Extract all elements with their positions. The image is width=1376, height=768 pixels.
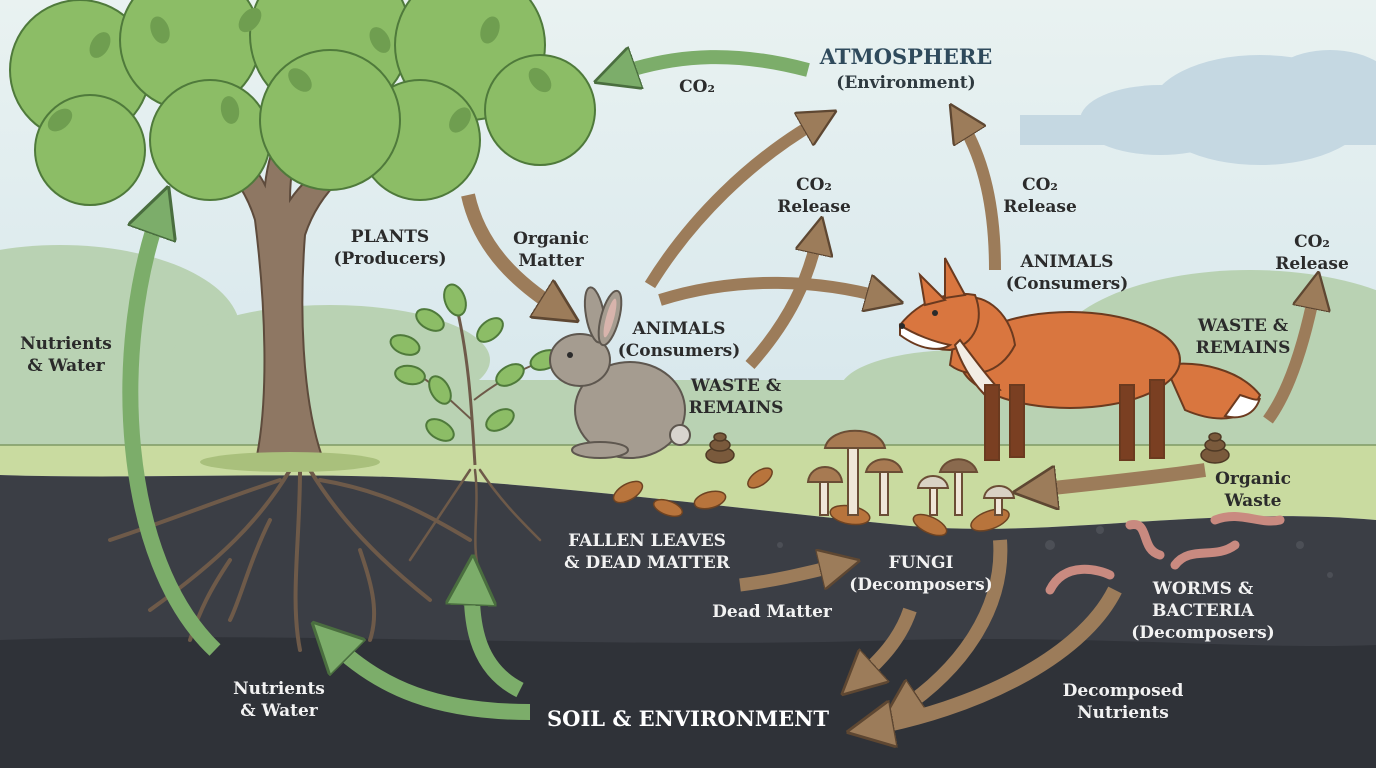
arrow-co2-release-1: [745, 235, 818, 369]
arrow-co2-to-tree: [615, 57, 810, 75]
waste-remains-1-line2: REMAINS: [688, 398, 784, 418]
fallen-leaves-label: FALLEN LEAVES & DEAD MATTER: [564, 530, 730, 574]
co2-release-label-2: CO₂ Release: [1003, 174, 1077, 218]
arrow-fungi-down: [858, 607, 917, 680]
fallen-leaves-line2: & DEAD MATTER: [564, 553, 730, 573]
co2-release-3-line1: CO₂: [1294, 232, 1330, 252]
waste-remains-1-line1: WASTE &: [690, 376, 782, 396]
animals-fox-subtitle: (Consumers): [1005, 274, 1129, 294]
animals-rabbit-label: ANIMALS (Consumers): [618, 318, 741, 362]
rabbit: [549, 286, 691, 459]
plants-label: PLANTS (Producers): [333, 226, 446, 270]
nutrients-water-bottom-line1: Nutrients: [233, 679, 325, 699]
arrow-fungi-down-2: [900, 539, 1008, 710]
worms-bacteria-label: WORMS & BACTERIA (Decomposers): [1131, 578, 1274, 644]
co2-top-label: CO₂: [679, 77, 715, 97]
arrow-nutrients-up-left: [122, 210, 221, 656]
fungi-subtitle: (Decomposers): [849, 575, 993, 595]
arrow-soil-to-roots: [330, 640, 531, 720]
mushrooms: [806, 429, 1016, 516]
arrow-organic-waste: [1035, 463, 1207, 490]
waste-remains-2-line2: REMAINS: [1195, 338, 1291, 358]
worms-bacteria-line2: BACTERIA: [1152, 601, 1254, 621]
co2-release-label-1: CO₂ Release: [777, 174, 851, 218]
fox: [898, 257, 1262, 461]
nutrients-water-left-line1: Nutrients: [20, 334, 112, 354]
arrow-rabbit-to-fox: [658, 283, 885, 300]
co2-release-1-line2: Release: [777, 197, 851, 217]
arrow-fox-to-atmosphere: [960, 120, 1001, 271]
nutrients-water-left-label: Nutrients & Water: [20, 333, 112, 377]
animals-rabbit-title: ANIMALS: [632, 319, 726, 339]
arrow-decomposed-nutrients: [870, 586, 1122, 728]
fallen-leaves-line1: FALLEN LEAVES: [568, 531, 726, 551]
atmosphere-label: ATMOSPHERE (Environment): [820, 44, 993, 96]
organic-waste-label: Organic Waste: [1215, 468, 1291, 512]
atmosphere-title: ATMOSPHERE: [819, 44, 993, 69]
co2-release-1-line1: CO₂: [796, 175, 832, 195]
organic-matter-label: Organic Matter: [513, 228, 589, 272]
co2-release-2-line1: CO₂: [1022, 175, 1058, 195]
nutrients-water-bottom-line2: & Water: [240, 701, 318, 721]
leaf-details: [47, 7, 552, 133]
decomposed-nutrients-label: Decomposed Nutrients: [1063, 680, 1184, 724]
decomposed-nutrients-line2: Nutrients: [1077, 703, 1169, 723]
co2-release-2-line2: Release: [1003, 197, 1077, 217]
waste-remains-label-1: WASTE & REMAINS: [689, 375, 784, 419]
cloud-right: [1020, 50, 1376, 165]
nutrients-water-bottom-label: Nutrients & Water: [233, 678, 325, 722]
organic-matter-line1: Organic: [513, 229, 589, 249]
dead-matter-label: Dead Matter: [712, 602, 832, 622]
co2-release-3-line2: Release: [1275, 254, 1349, 274]
fungi-title: FUNGI: [888, 553, 954, 573]
droppings: [705, 432, 1230, 464]
waste-remains-2-line1: WASTE &: [1197, 316, 1289, 336]
plants-subtitle: (Producers): [333, 249, 447, 269]
decomposed-nutrients-line1: Decomposed: [1062, 681, 1184, 701]
soil-environment-label: SOIL & ENVIRONMENT: [547, 706, 829, 731]
organic-waste-line1: Organic: [1215, 469, 1291, 489]
arrow-dead-matter: [739, 565, 840, 592]
worms-bacteria-line1: WORMS &: [1152, 579, 1254, 599]
organic-matter-line2: Matter: [518, 251, 584, 271]
atmosphere-subtitle: (Environment): [836, 73, 976, 93]
worms-bacteria-line3: (Decomposers): [1131, 623, 1275, 643]
animals-rabbit-subtitle: (Consumers): [617, 341, 741, 361]
arrow-rabbit-to-atmosphere: [644, 120, 820, 289]
plants-title: PLANTS: [350, 227, 430, 247]
animals-fox-title: ANIMALS: [1020, 252, 1114, 272]
nutrients-water-left-line2: & Water: [27, 356, 105, 376]
waste-remains-label-2: WASTE & REMAINS: [1196, 315, 1291, 359]
arrow-co2-release-3: [1263, 290, 1315, 424]
animals-fox-label: ANIMALS (Consumers): [1006, 251, 1129, 295]
organic-waste-line2: Waste: [1224, 491, 1282, 511]
arrow-organic-matter: [461, 193, 560, 310]
arrow-soil-to-sapling: [472, 580, 524, 698]
worms: [1045, 512, 1285, 595]
co2-release-label-3: CO₂ Release: [1275, 231, 1349, 275]
fungi-label: FUNGI (Decomposers): [849, 552, 992, 596]
